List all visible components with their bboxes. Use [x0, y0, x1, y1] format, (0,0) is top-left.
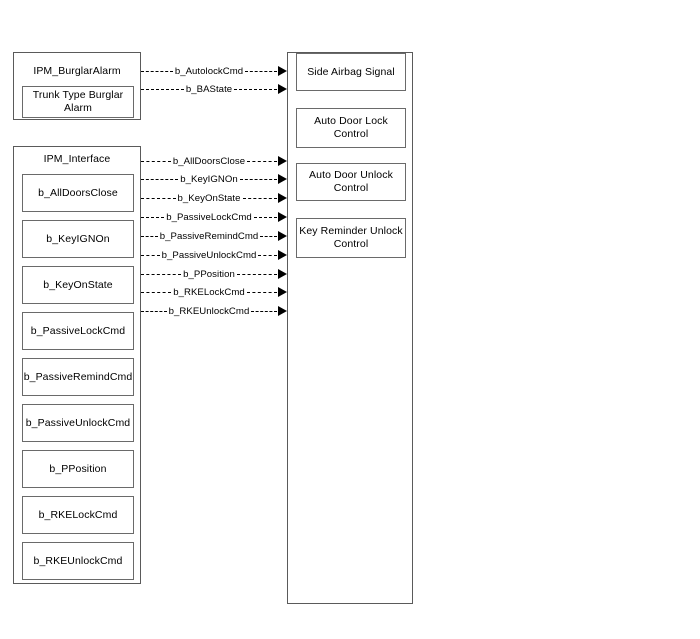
signal-connector-b-autolockcmd[interactable]: b_AutolockCmd — [141, 63, 287, 79]
block-ipm-interface-title: IPM_Interface — [43, 153, 111, 165]
signal-connector-b-keyignon[interactable]: b_KeyIGNOn — [141, 171, 287, 187]
signal-dash-left — [141, 291, 172, 293]
block-ipm-interface[interactable]: IPM_Interface b_AllDoorsClose b_KeyIGNOn… — [13, 146, 141, 584]
signal-label-b-bastate: b_BAState — [185, 83, 233, 95]
arrow-right-icon — [278, 231, 288, 241]
arrow-right-icon — [278, 84, 288, 94]
signal-dash-left — [141, 160, 171, 162]
signal-label-b-rkelockcmd: b_RKELockCmd — [173, 286, 245, 298]
signal-connector-b-keyonstate[interactable]: b_KeyOnState — [141, 190, 288, 206]
arrow-right-icon — [278, 250, 287, 260]
signal-dash-left — [141, 273, 182, 275]
inner-box-b-keyonstate[interactable]: b_KeyOnState — [22, 266, 134, 304]
signal-dash-right — [251, 310, 277, 312]
arrow-right-icon — [278, 156, 288, 166]
signal-connector-b-passiveunlockcmd[interactable]: b_PassiveUnlockCmd — [141, 247, 287, 263]
signal-connector-b-rkeunlockcmd[interactable]: b_RKEUnlockCmd — [141, 303, 287, 319]
inner-box-b-alldoorsclose[interactable]: b_AllDoorsClose — [22, 174, 134, 212]
signal-label-b-pposition: b_PPosition — [183, 268, 235, 280]
arrow-right-icon — [278, 269, 288, 279]
signal-dash-right — [236, 273, 278, 275]
signal-connector-b-alldoorsclose[interactable]: b_AllDoorsClose — [141, 153, 288, 169]
inner-box-b-passiveremindcmd[interactable]: b_PassiveRemindCmd — [22, 358, 134, 396]
inner-box-b-rkelockcmd[interactable]: b_RKELockCmd — [22, 496, 134, 534]
signal-dash-right — [239, 178, 277, 180]
inner-box-trunk-type-burglar-alarm[interactable]: Trunk Type Burglar Alarm — [22, 86, 134, 118]
signal-connector-b-rkelockcmd[interactable]: b_RKELockCmd — [141, 284, 287, 300]
signal-label-b-passiveremindcmd: b_PassiveRemindCmd — [159, 230, 259, 242]
signal-label-b-keyignon: b_KeyIGNOn — [180, 173, 238, 185]
block-ipm-burglaralarm[interactable]: IPM_BurglarAlarm Trunk Type Burglar Alar… — [13, 52, 141, 120]
signal-dash-right — [247, 160, 278, 162]
signal-dash-right — [246, 291, 277, 293]
signal-dash-left — [141, 310, 167, 312]
inner-box-side-airbag-signal[interactable]: Side Airbag Signal — [296, 53, 406, 91]
signal-connector-b-passivelockcmd[interactable]: b_PassiveLockCmd — [141, 209, 287, 225]
block-ipm-burglaralarm-title: IPM_BurglarAlarm — [33, 65, 121, 77]
signal-dash-left — [141, 88, 184, 90]
signal-connector-b-passiveremindcmd[interactable]: b_PassiveRemindCmd — [141, 228, 288, 244]
signal-label-b-keyonstate: b_KeyOnState — [177, 192, 241, 204]
signal-dash-left — [141, 178, 179, 180]
signal-label-b-rkeunlockcmd: b_RKEUnlockCmd — [168, 305, 250, 317]
inner-box-b-keyignon[interactable]: b_KeyIGNOn — [22, 220, 134, 258]
signal-dash-left — [141, 235, 158, 237]
signal-dash-right — [253, 216, 277, 218]
inner-box-b-rkeunlockcmd[interactable]: b_RKEUnlockCmd — [22, 542, 134, 580]
signal-dash-right — [260, 235, 278, 237]
arrow-right-icon — [278, 66, 287, 76]
signal-label-b-passivelockcmd: b_PassiveLockCmd — [166, 211, 252, 223]
inner-box-auto-door-lock-control[interactable]: Auto Door Lock Control — [296, 108, 406, 148]
signal-dash-right — [234, 88, 278, 90]
signal-dash-left — [141, 197, 176, 199]
signal-dash-right — [258, 254, 277, 256]
signal-connector-b-bastate[interactable]: b_BAState — [141, 81, 288, 97]
signal-label-b-passiveunlockcmd: b_PassiveUnlockCmd — [161, 249, 257, 261]
inner-box-auto-door-unlock-control[interactable]: Auto Door Unlock Control — [296, 163, 406, 201]
arrow-right-icon — [278, 174, 287, 184]
signal-dash-right — [242, 197, 278, 199]
inner-box-b-passiveunlockcmd[interactable]: b_PassiveUnlockCmd — [22, 404, 134, 442]
inner-box-key-reminder-unlock-control[interactable]: Key Reminder Unlock Control — [296, 218, 406, 258]
block-right-outputs[interactable]: Side Airbag Signal Auto Door Lock Contro… — [287, 52, 413, 604]
signal-dash-left — [141, 70, 173, 72]
arrow-right-icon — [278, 287, 287, 297]
arrow-right-icon — [278, 306, 287, 316]
arrow-right-icon — [278, 193, 288, 203]
signal-label-b-autolockcmd: b_AutolockCmd — [174, 65, 244, 77]
signal-dash-left — [141, 216, 165, 218]
inner-box-b-passivelockcmd[interactable]: b_PassiveLockCmd — [22, 312, 134, 350]
inner-box-b-pposition[interactable]: b_PPosition — [22, 450, 134, 488]
signal-dash-left — [141, 254, 160, 256]
signal-label-b-alldoorsclose: b_AllDoorsClose — [172, 155, 246, 167]
signal-connector-b-pposition[interactable]: b_PPosition — [141, 266, 288, 282]
arrow-right-icon — [278, 212, 287, 222]
signal-dash-right — [245, 70, 277, 72]
